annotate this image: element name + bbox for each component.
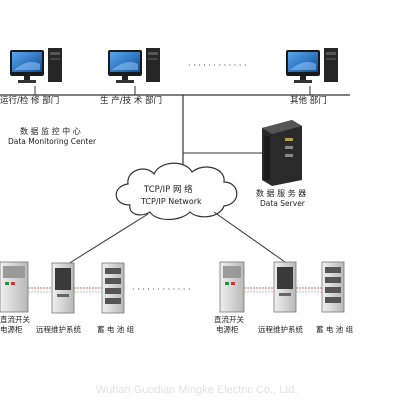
site-left-battery-label: 蓄 电 池 组 xyxy=(97,324,135,334)
site-right-cabinet-label-1: 直流开关 xyxy=(214,314,244,324)
battery-bank-right[interactable] xyxy=(321,261,345,313)
data-server-label-cn: 数 据 服 务 器 xyxy=(256,188,306,198)
cloud-icon xyxy=(115,162,238,221)
workstation-production-tech[interactable] xyxy=(108,48,160,83)
server-icon xyxy=(262,120,302,186)
dept-label-production: 生 产/技 术 部门 xyxy=(100,95,162,106)
network-label-cn: TCP/IP 网 络 xyxy=(143,184,193,195)
monitor-icon xyxy=(10,48,62,83)
monitor-icon xyxy=(286,48,338,83)
site-right xyxy=(219,261,345,313)
monitoring-center-label-cn: 数 据 监 控 中 心 xyxy=(20,126,81,136)
dots-top: · · · · · · · · · · · · xyxy=(188,61,247,70)
remote-maintenance-left[interactable] xyxy=(51,262,75,314)
dc-switch-cabinet-right[interactable] xyxy=(219,261,245,313)
remote-maintenance-right[interactable] xyxy=(273,261,297,313)
dots-middle: · · · · · · · · · · · · xyxy=(132,285,191,294)
site-left-cabinet-label-2: 电源柜 xyxy=(0,324,23,334)
network-label-en: TCP/IP Network xyxy=(140,197,202,206)
dept-label-other: 其他 部门 xyxy=(290,95,327,106)
wan-link-left xyxy=(67,213,149,265)
site-left-cabinet-label-1: 直流开关 xyxy=(0,314,30,324)
workstation-ops-maintenance[interactable] xyxy=(10,48,62,83)
data-server-label-en: Data Server xyxy=(260,199,306,208)
dept-label-ops: 运行/检 修 部门 xyxy=(0,95,59,106)
data-server[interactable] xyxy=(262,120,302,186)
dc-switch-cabinet-left[interactable] xyxy=(0,261,29,313)
battery-bank-left[interactable] xyxy=(101,262,125,314)
site-right-maintenance-label: 远程维护系统 xyxy=(258,324,303,334)
site-left-maintenance-label: 远程维护系统 xyxy=(36,324,81,334)
workstation-other[interactable] xyxy=(286,48,338,83)
monitor-icon xyxy=(108,48,160,83)
monitoring-center-label-en: Data Monitoring Center xyxy=(8,137,97,146)
watermark-text: Wuhan Guodian Mingke Electric Co., Ltd. xyxy=(96,384,298,396)
site-right-battery-label: 蓄 电 池 组 xyxy=(316,324,354,334)
site-right-cabinet-label-2: 电源柜 xyxy=(216,324,239,334)
site-left xyxy=(0,261,125,314)
wan-link-right xyxy=(213,211,286,263)
